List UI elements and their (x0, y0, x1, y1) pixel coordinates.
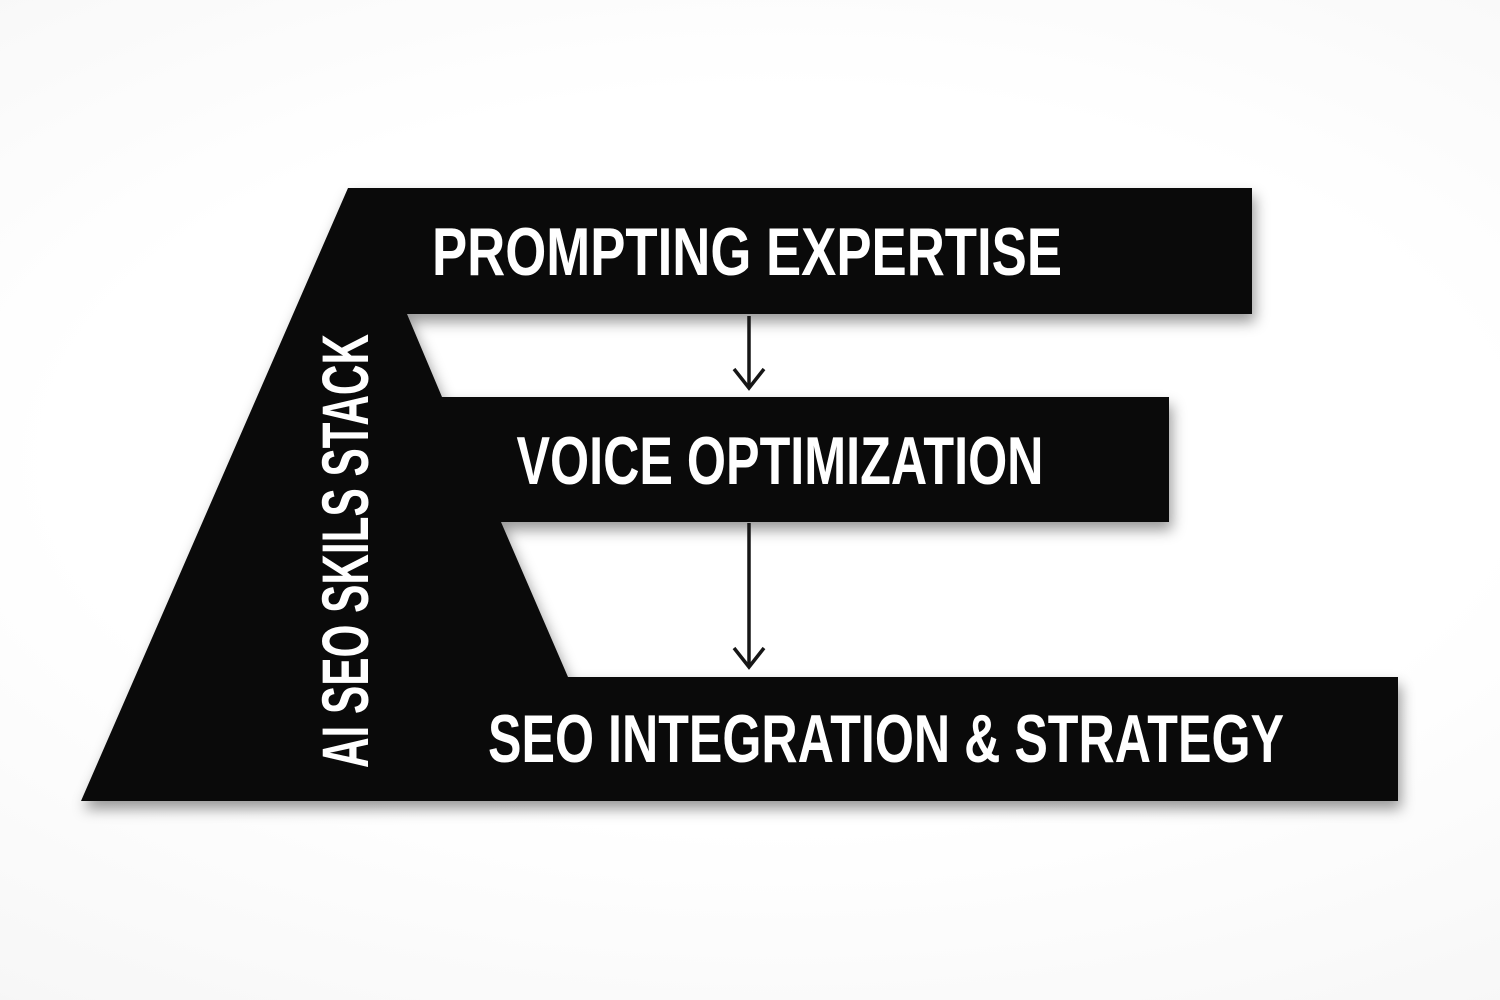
arrow-head-icon (732, 367, 766, 391)
arrow-down-level1-to-level2 (732, 316, 766, 391)
level-3-label: SEO INTEGRATION & STRATEGY (488, 701, 1284, 777)
spine-title: AI SEO SKILS STACK (308, 334, 382, 768)
level-1-label: PROMPTING EXPERTISE (432, 214, 1062, 290)
arrow-down-level2-to-level3 (732, 523, 766, 670)
arrow-head-icon (732, 646, 766, 670)
level-2-label: VOICE OPTIMIZATION (517, 423, 1044, 499)
e-shape-silhouette (81, 188, 1398, 801)
